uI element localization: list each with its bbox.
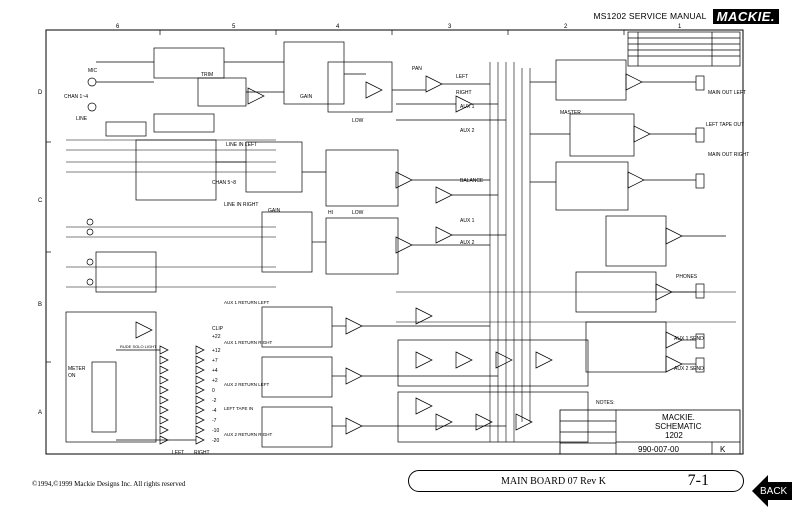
tape-in-left-label: LEFT TAPE IN	[224, 406, 253, 411]
aux1-return-right-label: AUX 1 RETURN RIGHT	[224, 340, 273, 345]
board-footer: MAIN BOARD 07 Rev K 7-1	[408, 470, 744, 492]
page-number: 7-1	[687, 472, 709, 489]
aux1-label-2: AUX 1	[460, 218, 475, 224]
channel-5-8-block	[86, 139, 506, 293]
meter-scale-label: +12	[212, 348, 221, 354]
hi-label: HI	[328, 210, 333, 216]
led-ladder-left	[159, 345, 169, 445]
frame-ticks	[46, 30, 625, 363]
title-block-model: 1202	[665, 431, 683, 440]
meter-right-label: RIGHT	[194, 450, 210, 456]
revision-table	[627, 31, 741, 67]
chan-5-8-label: CHAN 5~8	[212, 180, 236, 186]
chan-1-4-label: CHAN 1~4	[64, 94, 88, 100]
balance-label: BALANCE	[460, 178, 484, 184]
master-label: MASTER	[560, 110, 581, 116]
meter-sub-label: ON	[68, 373, 76, 379]
rude-solo-light-label: RUDE SOLO LIGHT	[120, 344, 157, 349]
column-marker: 1	[678, 24, 682, 30]
column-marker: 5	[232, 24, 236, 30]
low-label-1: LOW	[352, 118, 364, 124]
row-marker: B	[38, 302, 42, 308]
line-in-left-label: LINE IN LEFT	[226, 142, 257, 148]
meter-section	[65, 311, 205, 445]
title-block-company: MACKIE.	[662, 413, 695, 422]
phones-label: PHONES	[676, 274, 698, 280]
aux2-return-left-label: AUX 2 RETURN LEFT	[224, 382, 270, 387]
row-marker: C	[38, 198, 43, 204]
aux1-return-left-label: AUX 1 RETURN LEFT	[224, 300, 270, 305]
aux1-label-1: AUX 1	[460, 104, 475, 110]
schematic-drawing: 6 5 4 3 2 1 D C B A	[38, 24, 749, 456]
left-label-1: LEFT	[456, 74, 468, 80]
column-marker: 6	[116, 24, 120, 30]
meter-scale-label: +7	[212, 358, 218, 364]
meter-scale-label: +2	[212, 378, 218, 384]
meter-scale-label: -10	[212, 428, 219, 434]
meter-label: METER	[68, 366, 86, 372]
line-in-right-label: LINE IN RIGHT	[224, 202, 258, 208]
meter-scale-label: -2	[212, 398, 217, 404]
line-label: LINE	[76, 116, 88, 122]
meter-scale-label: 0	[212, 388, 215, 394]
trim-label: TRIM	[201, 72, 213, 78]
manual-title: MS1202 SERVICE MANUAL	[593, 11, 707, 21]
meter-scale-label: -7	[212, 418, 217, 424]
title-block-part-number: 990-007-00	[638, 445, 679, 454]
column-marker: 2	[564, 24, 568, 30]
channel-1-4-block	[87, 41, 506, 137]
mic-label: MIC	[88, 68, 98, 74]
pan-label: PAN	[412, 66, 422, 72]
mackie-logo: MACKIE.	[712, 8, 779, 24]
right-label-1: RIGHT	[456, 90, 472, 96]
main-out-left-label: MAIN OUT LEFT	[708, 90, 746, 96]
left-tape-out-label: LEFT TAPE OUT	[706, 122, 744, 128]
led-ladder-right	[195, 345, 205, 445]
row-marker: A	[38, 410, 42, 416]
clip-label: CLIP	[212, 326, 224, 332]
grid-markers: 6 5 4 3 2 1 D C B A	[38, 24, 682, 416]
column-marker: 4	[336, 24, 340, 30]
back-button[interactable]: BACK	[752, 474, 792, 508]
aux2-return-right-label: AUX 2 RETURN RIGHT	[224, 432, 273, 437]
gain-label-2: GAIN	[268, 208, 281, 214]
notes-label: NOTES:	[596, 400, 615, 406]
master-output-block	[530, 59, 726, 373]
meter-scale-label: +4	[212, 368, 218, 374]
board-title: MAIN BOARD 07 Rev K	[501, 475, 606, 487]
aux2-label-2: AUX 2	[460, 240, 475, 246]
schematic-title-block	[559, 409, 741, 455]
aux2-label-1: AUX 2	[460, 128, 475, 134]
returns-block	[261, 306, 589, 448]
title-block-revision: K	[720, 445, 726, 454]
meter-left-label: LEFT	[172, 450, 184, 456]
schematic-frame	[45, 29, 744, 455]
bus-lines	[66, 62, 736, 442]
column-marker: 3	[448, 24, 452, 30]
title-block-subtitle: SCHEMATIC	[655, 422, 702, 431]
gain-label-1: GAIN	[300, 94, 313, 100]
low-label-2: LOW	[352, 210, 364, 216]
row-marker: D	[38, 90, 43, 96]
meter-scale-label: -20	[212, 438, 219, 444]
aux1-send-label: AUX 1 SEND	[674, 336, 704, 342]
back-arrow-icon	[752, 475, 792, 507]
meter-scale-label: -4	[212, 408, 217, 414]
clip-value-label: +22	[212, 334, 221, 340]
back-label: BACK	[760, 486, 788, 497]
page-header: MS1202 SERVICE MANUAL MACKIE.	[593, 8, 779, 24]
copyright-notice: ©1994,©1999 Mackie Designs Inc. All righ…	[32, 480, 186, 488]
aux2-send-label: AUX 2 SEND	[674, 366, 704, 372]
main-out-right-label: MAIN OUT RIGHT	[708, 152, 749, 158]
